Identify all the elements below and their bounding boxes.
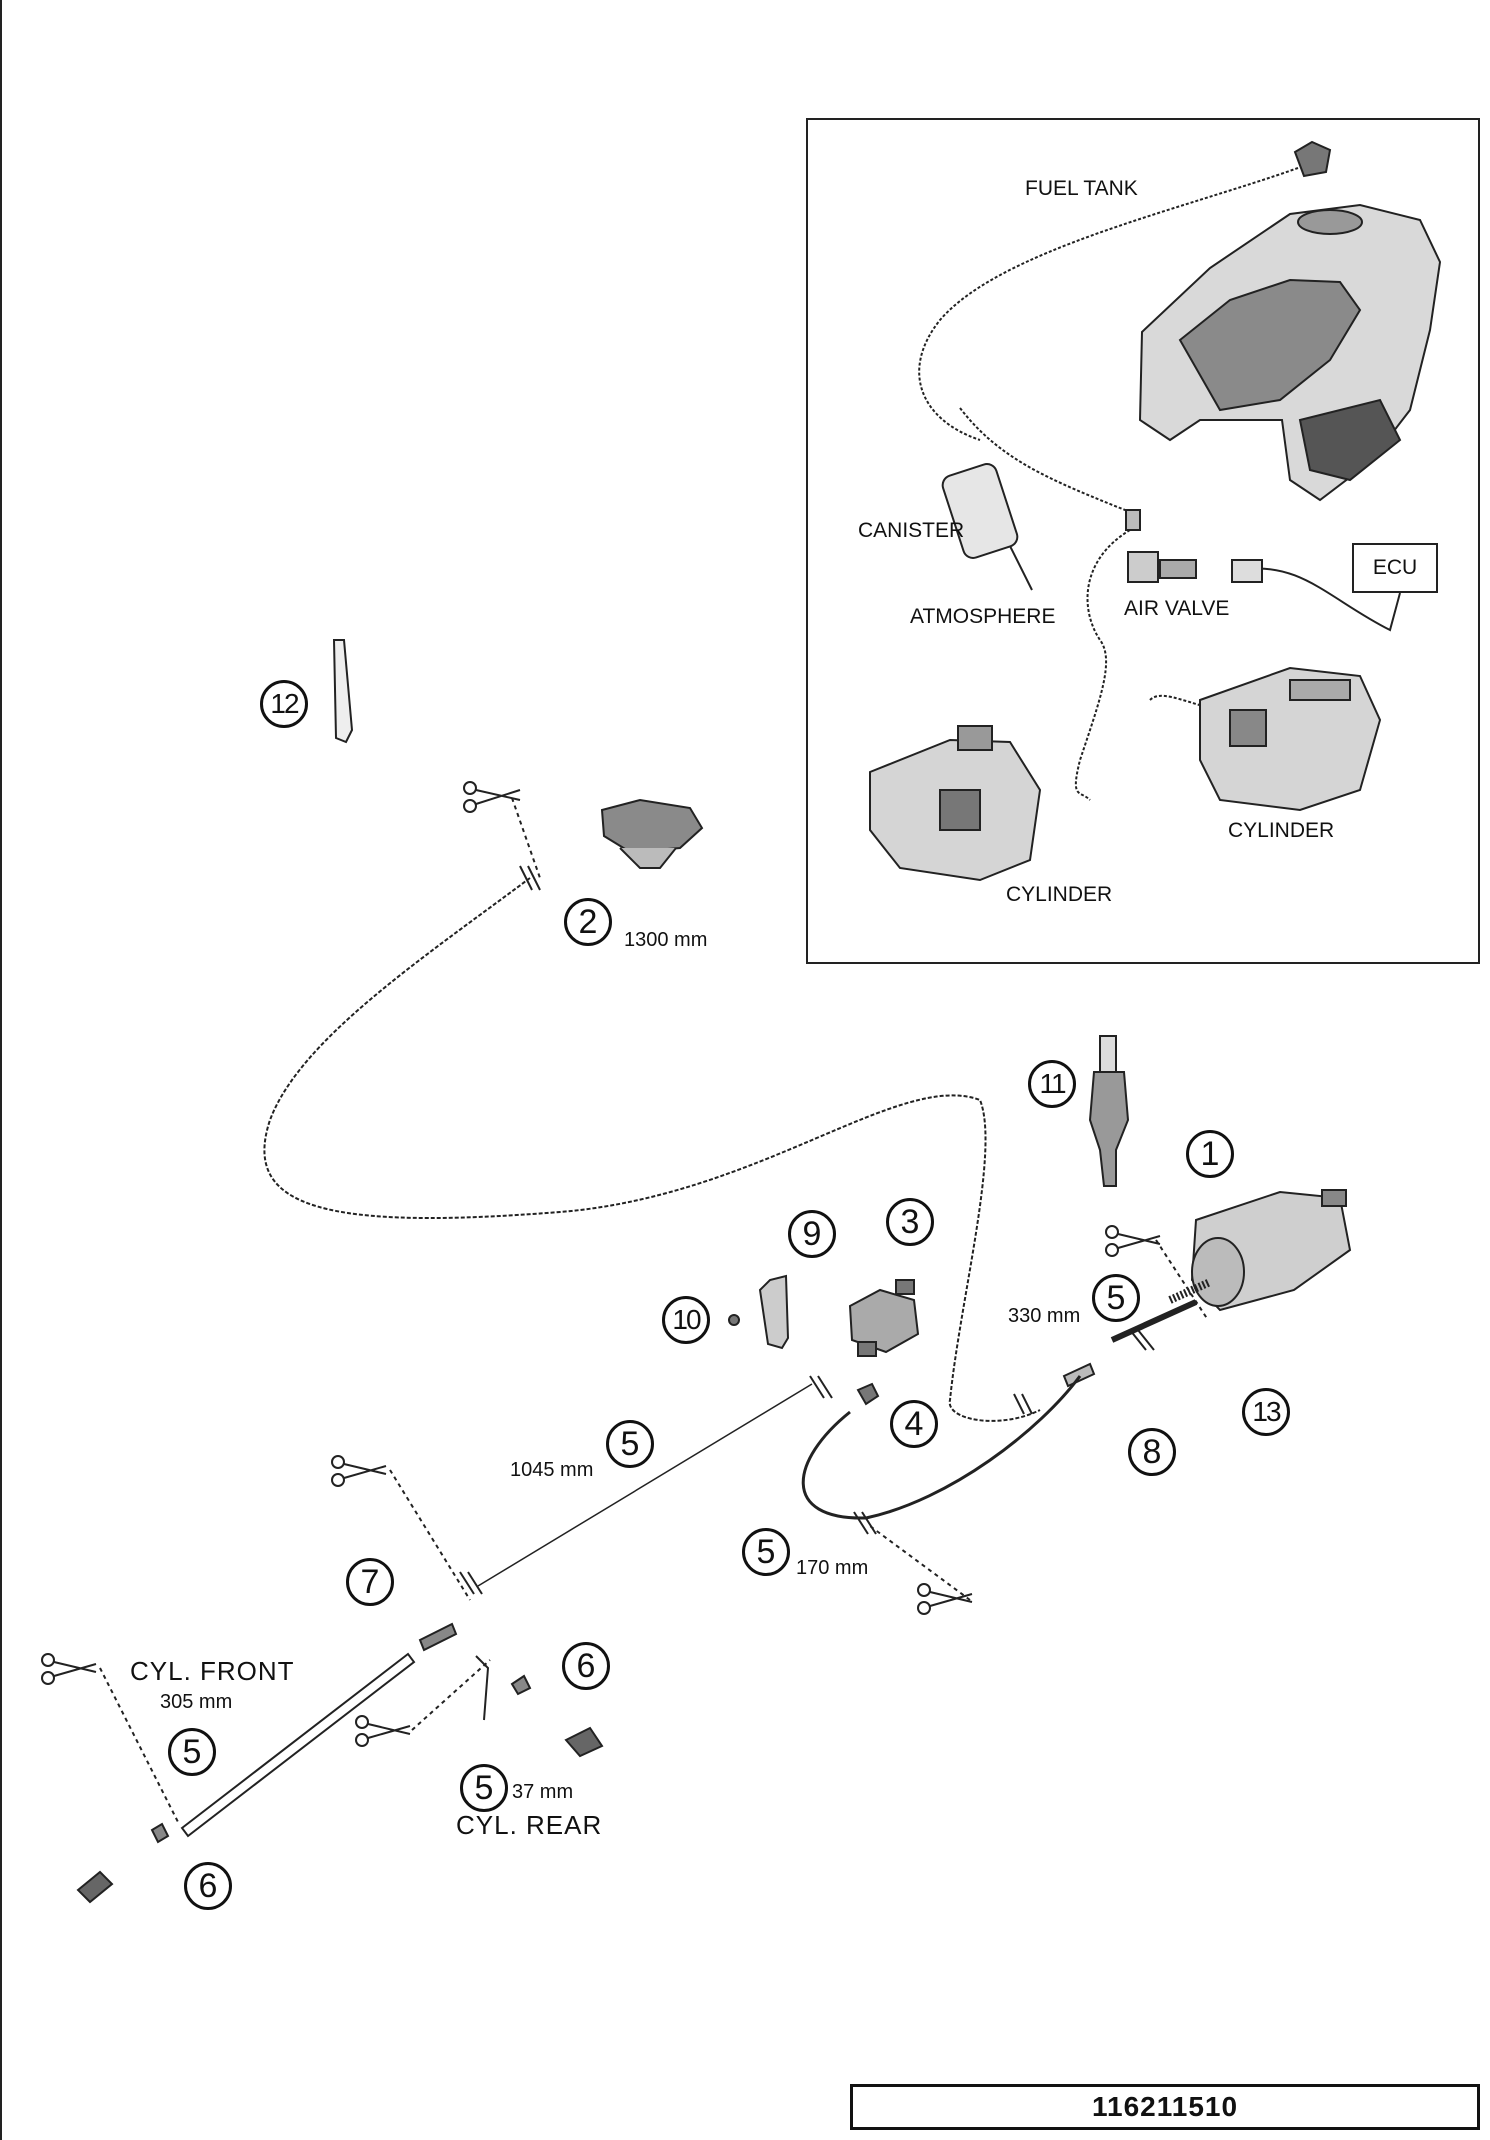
callout-6-left: 6 [184, 1862, 232, 1910]
callout-5-37mm: 5 [460, 1764, 508, 1812]
callout-7: 7 [346, 1558, 394, 1606]
air-valve-drawing [1125, 509, 1263, 583]
part-9-bracket [758, 1274, 790, 1350]
callout-12: 12 [260, 680, 308, 728]
callout-3: 3 [886, 1198, 934, 1246]
scissors-icon [41, 1653, 97, 1685]
callout-13: 13 [1242, 1388, 1290, 1436]
measurement-170mm: 170 mm [796, 1557, 869, 1579]
part-8-connector [1062, 1362, 1096, 1388]
callout-5-1045mm: 5 [606, 1420, 654, 1468]
part-number-box: 116211510 [850, 2084, 1480, 2130]
part-13-spring [1168, 1278, 1212, 1304]
measurement-1045mm: 1045 mm [510, 1459, 594, 1481]
scissors-icon [463, 781, 521, 813]
canister-label: CANISTER [858, 519, 965, 542]
page-left-border [0, 0, 2, 2140]
part-12-clip [332, 639, 354, 744]
fuel-tank-label: FUEL TANK [1025, 177, 1138, 200]
part-canister [1190, 1189, 1352, 1312]
callout-1: 1 [1186, 1130, 1234, 1178]
cylinder-left-label: CYLINDER [1006, 883, 1113, 906]
callout-8: 8 [1128, 1428, 1176, 1476]
air-valve-label: AIR VALVE [1124, 597, 1230, 620]
callout-9: 9 [788, 1210, 836, 1258]
measurement-37mm: 37 mm [512, 1781, 574, 1803]
hose-305mm [180, 1652, 416, 1838]
part-fuel-cap [600, 798, 704, 869]
scissors-icon [355, 1715, 411, 1747]
scissors-icon [1105, 1225, 1161, 1257]
part-7-fitting [418, 1622, 458, 1652]
hose-37mm [475, 1655, 490, 1721]
measurement-1300mm: 1300 mm [624, 929, 708, 951]
scissors-icon [331, 1455, 387, 1487]
hose-170mm [801, 1375, 1082, 1520]
measurement-330mm: 330 mm [1008, 1305, 1081, 1327]
ecu-label: ECU [1372, 556, 1418, 579]
hose-1045mm [477, 1383, 813, 1587]
part-3-filter [848, 1279, 920, 1357]
fuel-tank-drawing [1138, 203, 1442, 502]
fuel-tank-cap-inset [1293, 140, 1332, 178]
inset-system-diagram-frame [806, 118, 1480, 964]
callout-11: 11 [1028, 1060, 1076, 1108]
atmosphere-label: ATMOSPHERE [910, 605, 1056, 628]
canister-inset-drawing [941, 463, 1033, 591]
cylinder-right-inset-drawing [1199, 666, 1382, 812]
callout-6-right: 6 [562, 1642, 610, 1690]
part-6-sensor [76, 1674, 604, 1904]
callout-5-305mm: 5 [168, 1728, 216, 1776]
callout-2: 2 [564, 898, 612, 946]
part-10-screw [728, 1314, 740, 1326]
callout-5-330mm: 5 [1092, 1274, 1140, 1322]
cyl-front-label: CYL. FRONT [130, 1656, 295, 1686]
measurement-305mm: 305 mm [160, 1691, 233, 1713]
ecu-box: ECU [1352, 543, 1438, 593]
cylinder-right-label: CYLINDER [1228, 819, 1335, 842]
scissors-icon [917, 1583, 973, 1615]
cylinder-left-inset-drawing [869, 725, 1042, 882]
hose-1300mm [263, 877, 1041, 1422]
cyl-rear-label: CYL. REAR [456, 1810, 603, 1840]
part-number: 116211510 [1091, 2091, 1239, 2122]
part-4-tee [856, 1382, 880, 1406]
callout-4: 4 [890, 1400, 938, 1448]
part-11-valve [1088, 1035, 1130, 1187]
callout-10: 10 [662, 1296, 710, 1344]
callout-5-170mm: 5 [742, 1528, 790, 1576]
